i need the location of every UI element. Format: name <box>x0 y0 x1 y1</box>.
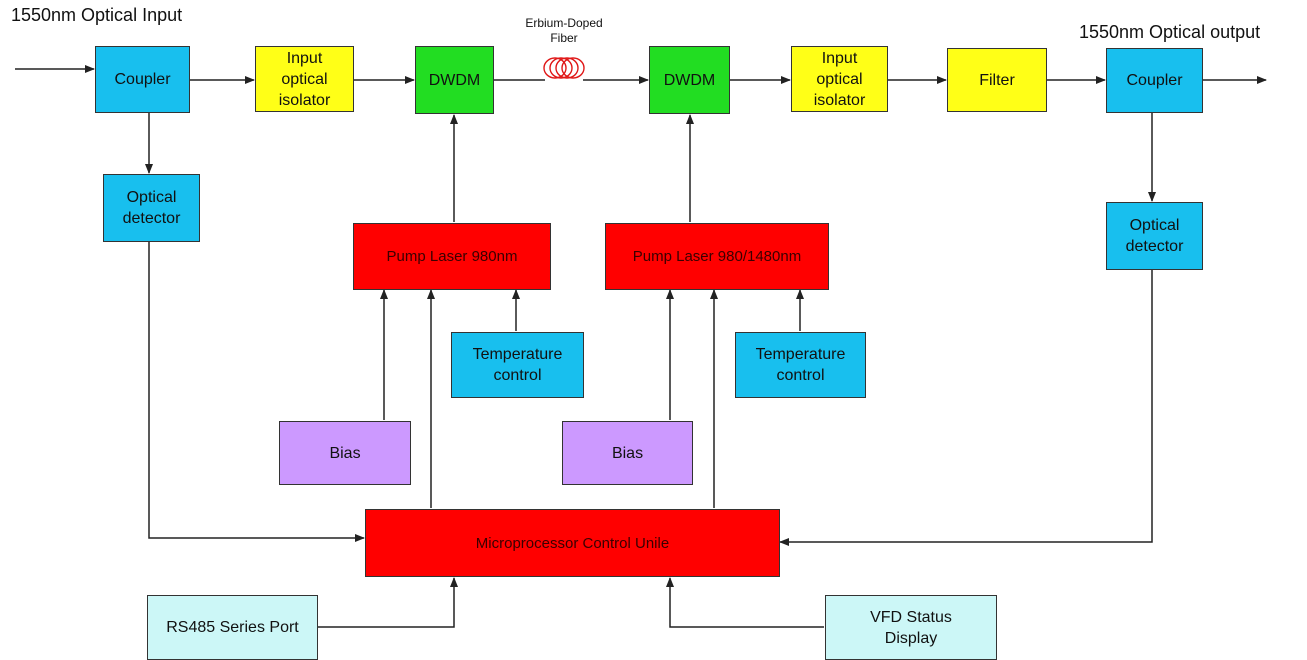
rs485-port-box: RS485 Series Port <box>147 595 318 660</box>
temperature-control-right-box: Temperature control <box>735 332 866 398</box>
fiber-coil-icon <box>543 57 585 79</box>
optical-output-label: 1550nm Optical output <box>1079 22 1261 42</box>
input-isolator-2-box: Input optical isolator <box>791 46 888 112</box>
detector-left-to-mcu-arrow <box>148 242 365 542</box>
dwdm-1-box: DWDM <box>415 46 494 114</box>
optical-detector-left-box: Optical detector <box>103 174 200 242</box>
rs485-to-mcu-arrow <box>317 577 458 628</box>
dwdm-2-box: DWDM <box>649 46 730 114</box>
optical-input-label: 1550nm Optical Input <box>11 5 183 25</box>
fiber-label: Erbium-Doped Fiber <box>525 16 603 45</box>
temperature-control-left-box: Temperature control <box>451 332 584 398</box>
vfd-status-display-box: VFD Status Display <box>825 595 997 660</box>
bias-right-box: Bias <box>562 421 693 485</box>
detector-right-to-mcu-arrow <box>779 270 1153 546</box>
coupler-input-box: Coupler <box>95 46 190 113</box>
bias-left-box: Bias <box>279 421 411 485</box>
pump-laser-980-box: Pump Laser 980nm <box>353 223 551 290</box>
input-isolator-1-box: Input optical isolator <box>255 46 354 112</box>
microprocessor-control-unit-box: Microprocessor Control Unile <box>365 509 780 577</box>
pump-laser-980-1480-box: Pump Laser 980/1480nm <box>605 223 829 290</box>
filter-box: Filter <box>947 48 1047 112</box>
coupler-output-box: Coupler <box>1106 48 1203 113</box>
optical-detector-right-box: Optical detector <box>1106 202 1203 270</box>
vfd-to-mcu-arrow <box>666 577 824 628</box>
